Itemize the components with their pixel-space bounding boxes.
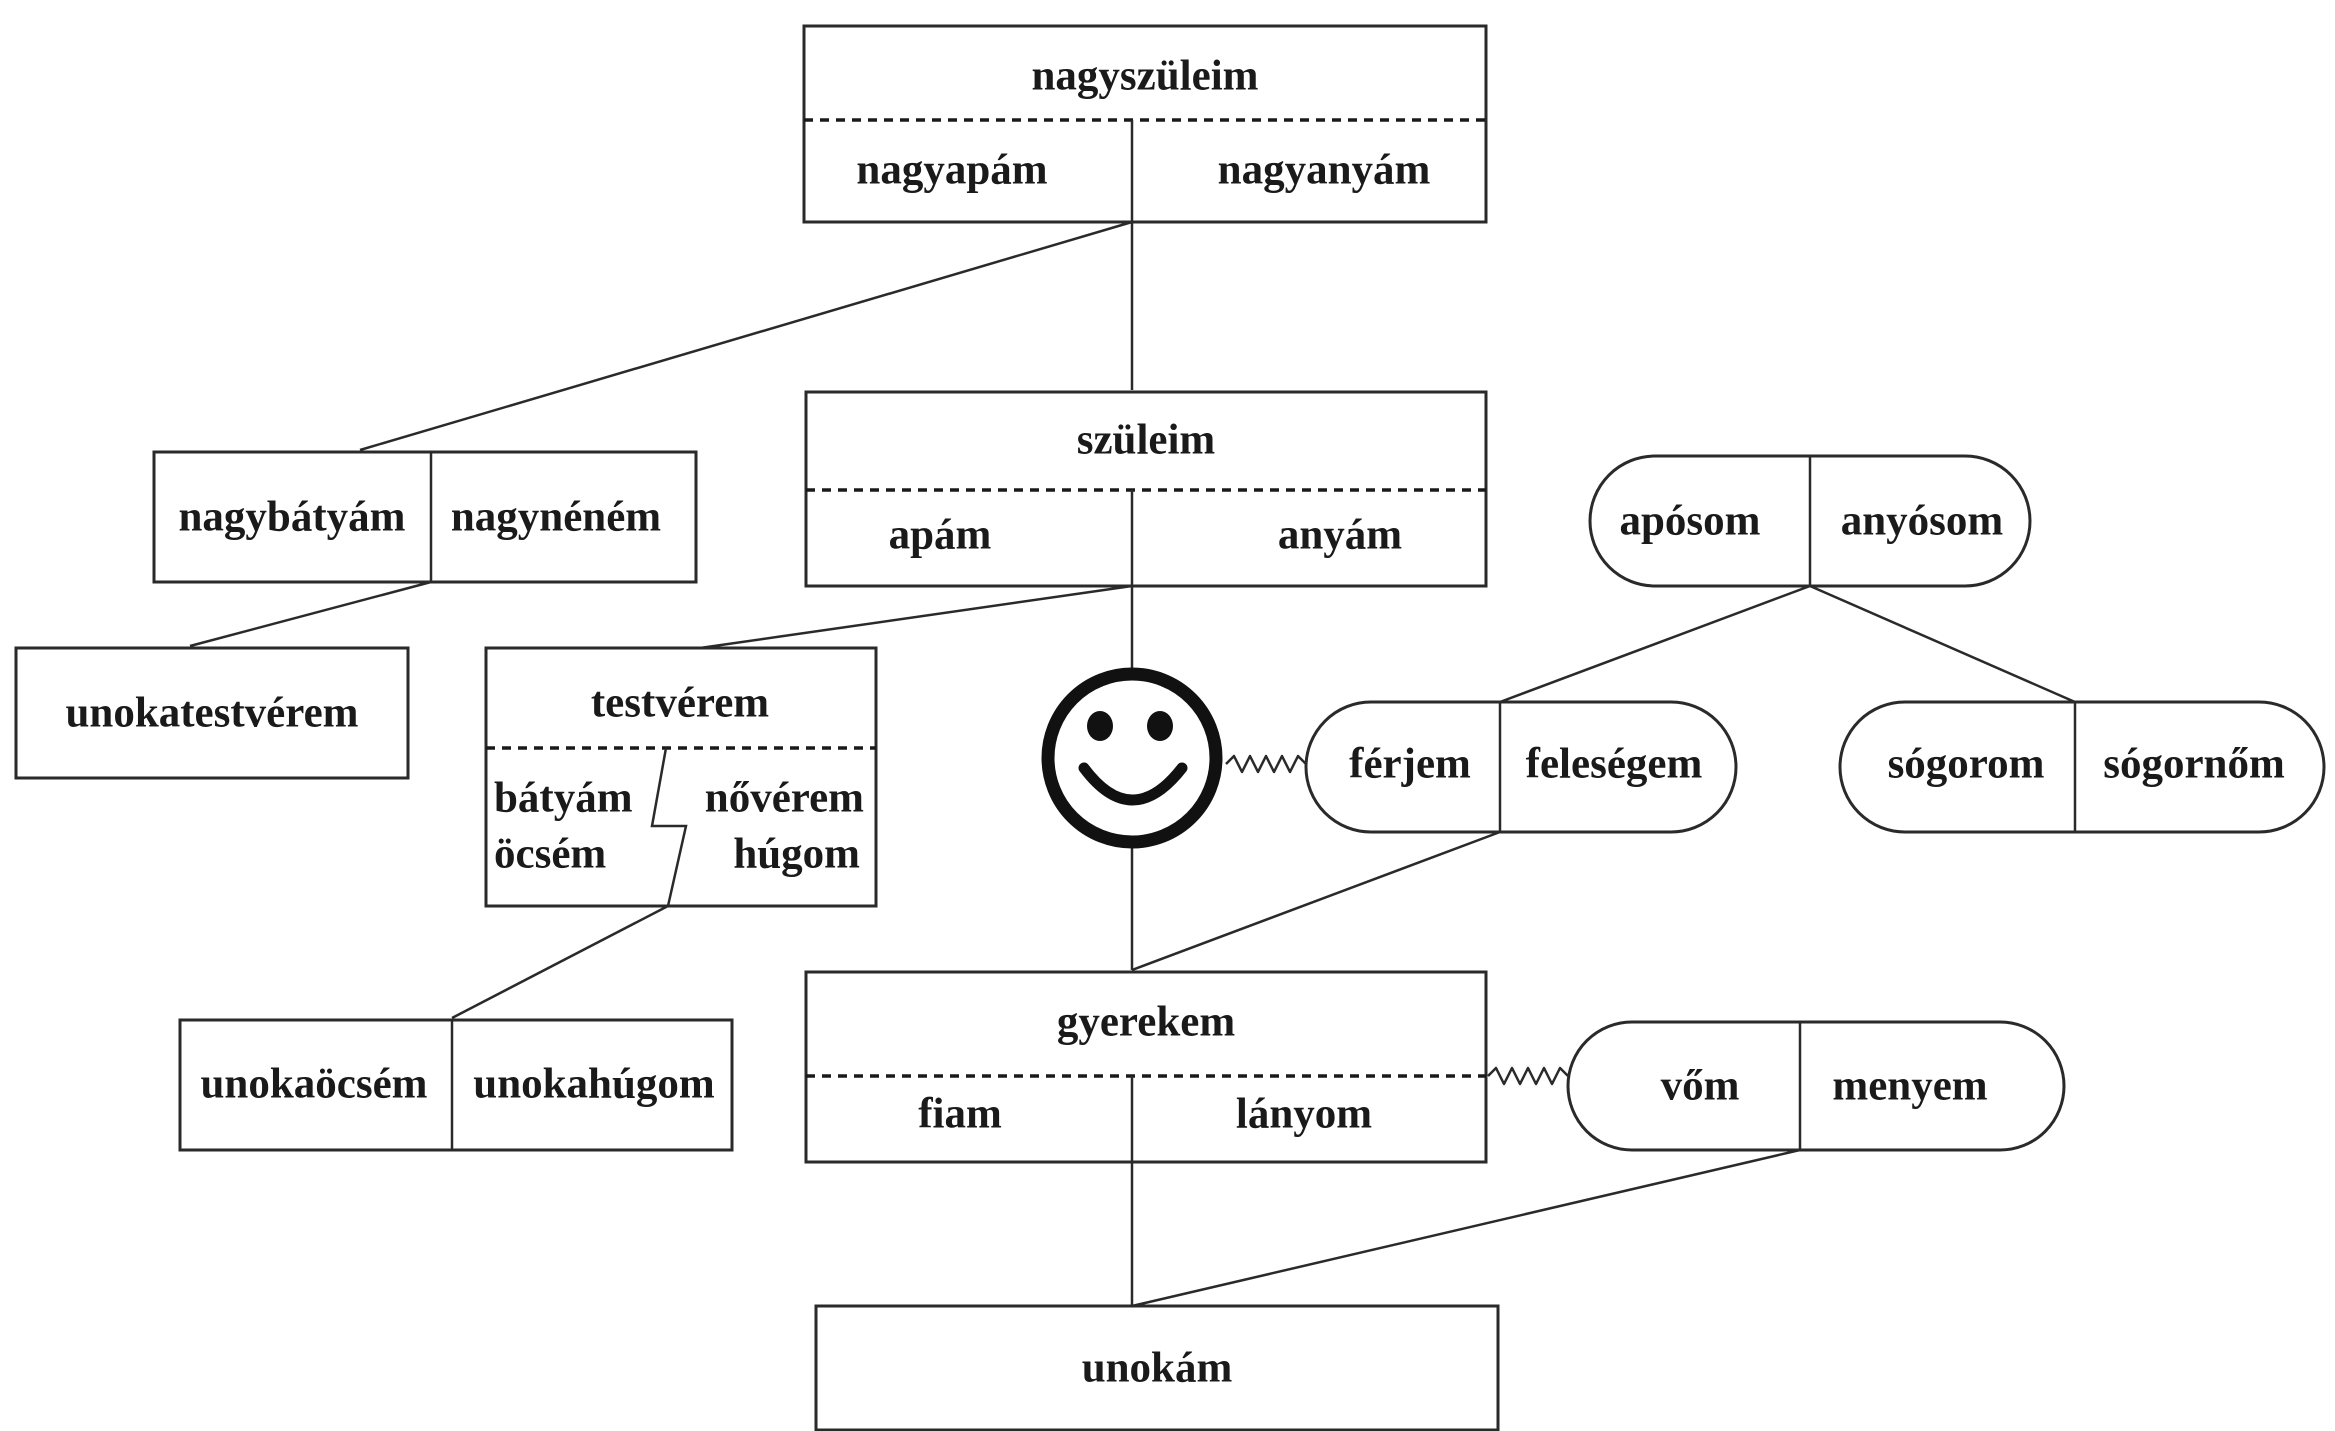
nephew-label: unokaöcsém <box>201 1061 428 1108</box>
father-label: apám <box>889 512 992 559</box>
son-in-law-label: vőm <box>1661 1063 1740 1110</box>
mother-label: anyám <box>1278 512 1402 559</box>
wife-label: feleségem <box>1526 741 1703 788</box>
younger-sister-label: húgom <box>733 831 860 878</box>
children-box: gyerekem fiam lányom <box>804 970 1488 1164</box>
grandfather-label: nagyapám <box>856 147 1047 194</box>
line-grandparents-to-uncle <box>359 220 1133 452</box>
uncle-label: nagybátyám <box>179 494 406 541</box>
father-in-law-label: apósom <box>1620 498 1761 545</box>
daughter-label: lányom <box>1236 1091 1372 1138</box>
younger-brother-label: öcsém <box>494 831 606 878</box>
daughter-in-law-label: menyem <box>1832 1063 1987 1110</box>
grandparents-box: nagyszüleim nagyapám nagyanyám <box>802 24 1488 224</box>
line-inlaws-to-spouse <box>1499 584 1811 704</box>
connector-lines <box>189 220 2076 1308</box>
nephew-niece-box: unokaöcsém unokahúgom <box>178 1018 734 1152</box>
line-uncle-to-cousin <box>189 580 432 648</box>
siblings-box: testvérem bátyám öcsém nővérem húgom <box>484 646 878 908</box>
siblings-title: testvérem <box>591 680 769 727</box>
mother-in-law-label: anyósom <box>1841 498 2004 545</box>
line-inlaws-to-siblings-in-law <box>1809 584 2076 704</box>
line-parents-to-siblings <box>699 584 1133 650</box>
cousin-label: unokatestvérem <box>65 690 358 737</box>
grandparents-title: nagyszüleim <box>1032 53 1259 100</box>
cousin-box: unokatestvérem <box>14 646 410 780</box>
grandchild-box: unokám <box>814 1304 1500 1431</box>
grandmother-label: nagyanyám <box>1218 147 1431 194</box>
children-title: gyerekem <box>1057 999 1235 1046</box>
line-siblings-to-nephew <box>451 904 669 1020</box>
husband-label: férjem <box>1349 741 1471 788</box>
sister-in-law-label: sógornőm <box>2103 741 2285 788</box>
brother-in-law-label: sógorom <box>1888 741 2045 788</box>
older-brother-label: bátyám <box>494 775 633 822</box>
marriage-link-me-spouse <box>1225 754 1307 774</box>
niece-label: unokahúgom <box>473 1061 715 1108</box>
parents-title: szüleim <box>1077 417 1216 464</box>
parents-box: szüleim apám anyám <box>804 390 1488 588</box>
older-sister-label: nővérem <box>705 775 864 822</box>
line-spouse-to-children <box>1131 830 1501 972</box>
uncle-aunt-box: nagybátyám nagynéném <box>152 450 698 584</box>
marriage-link-children-in-law <box>1487 1066 1569 1086</box>
parents-in-law-box: apósom anyósom <box>1588 454 2032 588</box>
siblings-in-law-box: sógorom sógornőm <box>1838 700 2326 834</box>
spouse-box: férjem feleségem <box>1304 700 1738 834</box>
line-children-in-law-to-grandchild <box>1131 1148 1801 1308</box>
grandchild-label: unokám <box>1082 1345 1233 1392</box>
smiley-face-icon <box>1041 667 1223 849</box>
children-in-law-box: vőm menyem <box>1566 1020 2066 1152</box>
son-label: fiam <box>918 1091 1002 1138</box>
aunt-label: nagynéném <box>451 494 661 541</box>
